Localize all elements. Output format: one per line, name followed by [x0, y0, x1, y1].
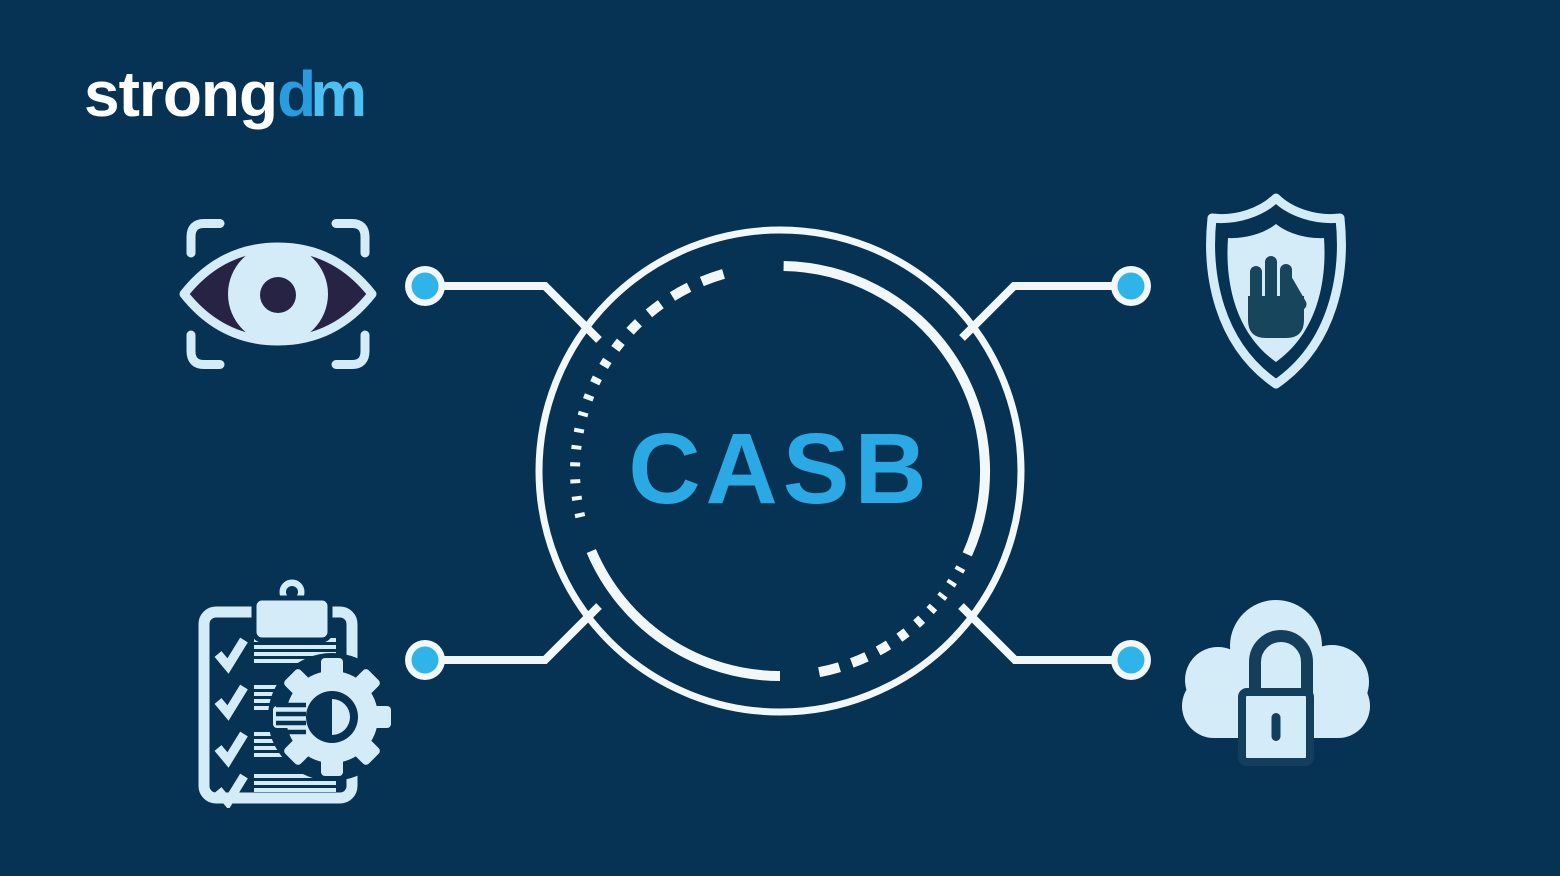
strongdm-logo: strongdm — [84, 62, 367, 126]
hub-label: CASB — [628, 412, 932, 525]
node-dot-bottom-left — [405, 640, 445, 680]
connector-top-right — [959, 282, 1131, 341]
connector-top-left — [425, 282, 602, 343]
gear-knockout-stripes — [276, 702, 306, 735]
hub-inner-arc-bottom-left — [586, 549, 781, 681]
shield-stop-hand-icon — [1206, 193, 1346, 389]
stop-hand — [1248, 256, 1307, 338]
hub-inner-arc-dashed-bottom-right — [818, 561, 968, 678]
logo-text-m: m — [310, 58, 367, 130]
hub-inner-arc-top-right — [783, 261, 991, 557]
logo-text-d: d — [277, 58, 316, 130]
padlock-keyhole — [1271, 713, 1281, 741]
eye-pupil — [260, 277, 296, 313]
checklist-gear-icon — [198, 576, 396, 808]
eye-scan-icon — [179, 219, 377, 369]
viewfinder-brackets — [186, 219, 370, 369]
cloud-padlock-icon — [1182, 600, 1370, 766]
gear-hub-half-disc — [332, 699, 350, 735]
clipboard-clip — [251, 576, 333, 643]
connector-bottom-right — [958, 603, 1131, 664]
node-dot-top-left — [405, 266, 445, 306]
hub-outer-ring — [535, 226, 1025, 716]
padlock-shackle — [1249, 630, 1313, 698]
node-dot-bottom-right — [1111, 640, 1151, 680]
connector-bottom-left — [425, 603, 602, 664]
node-dot-top-right — [1111, 266, 1151, 306]
logo-text-strong: strong — [84, 58, 278, 130]
gear — [268, 653, 396, 781]
hub-inner-arc-dashed-top-left — [570, 269, 725, 519]
shield-outline — [1206, 193, 1346, 389]
